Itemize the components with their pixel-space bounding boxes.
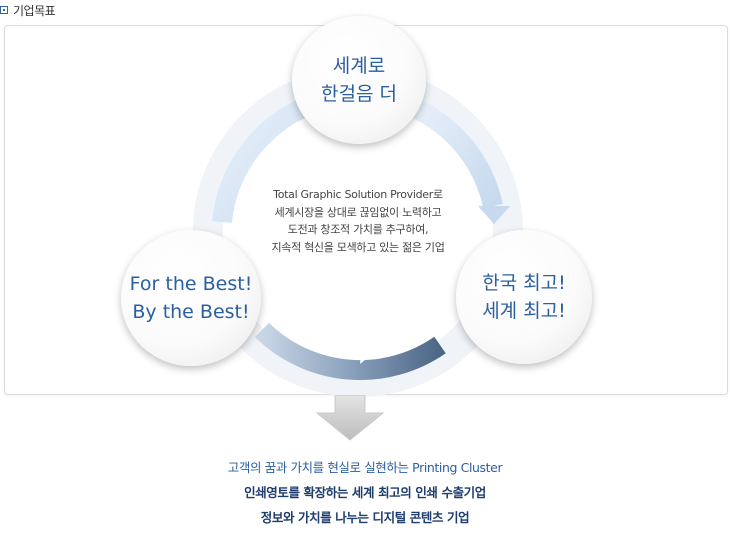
section-title: 기업목표	[13, 3, 56, 18]
goal-left-label: For the Best! By the Best!	[129, 273, 253, 323]
down-arrow-icon	[315, 395, 385, 441]
arc-left-top	[212, 93, 319, 224]
arrowhead-right	[478, 206, 510, 224]
goal-circle-left: For the Best! By the Best!	[121, 230, 261, 366]
goal-circle-right: 한국 최고! 세계 최고!	[456, 230, 592, 364]
goal-right-label: 한국 최고! 세계 최고!	[482, 272, 566, 322]
vision-line-2: 인쇄영토를 확장하는 세계 최고의 인쇄 수출기업	[244, 485, 486, 500]
arc-top-right	[401, 94, 503, 209]
goal-circle-top: 세계로 한걸음 더	[292, 16, 426, 144]
vision-line-1: 고객의 꿈과 가치를 현실로 실현하는 Printing Cluster	[227, 460, 503, 475]
arrowhead-bottom	[360, 344, 372, 364]
section-header: 기업목표	[0, 2, 56, 18]
square-bullet-icon	[0, 6, 8, 14]
arc-bottom	[255, 322, 446, 381]
goal-top-label: 세계로 한걸음 더	[321, 55, 397, 105]
vision-line-3: 정보와 가치를 나누는 디지털 콘텐츠 기업	[260, 510, 470, 525]
center-description: Total Graphic Solution Provider로 세계시장을 상…	[271, 188, 445, 254]
